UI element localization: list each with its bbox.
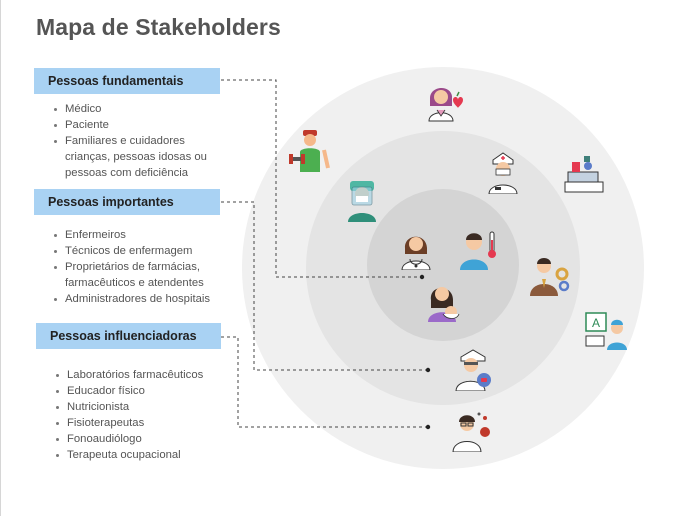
connector-importantes <box>221 201 426 371</box>
label-pessoas-importantes: Pessoas importantes <box>34 189 220 215</box>
nurse-face-shield-icon <box>348 181 376 222</box>
scientist-virus-icon <box>452 412 490 452</box>
ring-inner <box>367 189 519 341</box>
nurse-cap-icon <box>488 152 518 194</box>
frame-border <box>0 0 1 516</box>
list-pessoas-fundamentais: Médico Paciente Familiares e cuidadores … <box>52 101 232 181</box>
list-item: Familiares e cuidadores crianças, pessoa… <box>52 133 232 181</box>
physical-trainer-icon <box>289 130 330 172</box>
administrator-gear-icon <box>530 258 570 296</box>
lab-equipment-icon <box>564 156 604 193</box>
list-item: Terapeuta ocupacional <box>54 447 234 463</box>
connector-dot-2 <box>425 367 431 373</box>
list-item: Educador físico <box>54 383 234 399</box>
connector-fundamentais <box>221 79 420 278</box>
list-item: Laboratórios farmacêuticos <box>54 367 234 383</box>
list-item: Técnicos de enfermagem <box>52 243 242 259</box>
doctor-female-heart-icon <box>428 87 463 122</box>
label-pessoas-fundamentais: Pessoas fundamentais <box>34 68 220 94</box>
list-item: Médico <box>52 101 232 117</box>
page-title: Mapa de Stakeholders <box>36 14 281 40</box>
list-item: Administradores de hospitais <box>52 291 242 307</box>
connector-dot-1 <box>419 274 425 280</box>
speech-therapist-icon: A <box>585 312 627 350</box>
connector-influenciadoras <box>221 336 426 428</box>
list-item: Enfermeiros <box>52 227 242 243</box>
list-item: Fonoaudiólogo <box>54 431 234 447</box>
mother-baby-icon <box>428 287 460 322</box>
list-item: Nutricionista <box>54 399 234 415</box>
list-item: Proprietários de farmácias, farmacêutico… <box>52 259 242 291</box>
svg-text:A: A <box>592 316 600 330</box>
patient-fever-icon <box>460 231 496 270</box>
connector-dot-3 <box>425 424 431 430</box>
doctor-female-icon <box>401 236 431 270</box>
pharmacist-icon <box>455 349 491 391</box>
list-pessoas-influenciadoras: Laboratórios farmacêuticos Educador físi… <box>54 367 234 463</box>
list-pessoas-importantes: Enfermeiros Técnicos de enfermagem Propr… <box>52 227 242 307</box>
label-pessoas-influenciadoras: Pessoas influenciadoras <box>36 323 221 349</box>
list-item: Fisioterapeutas <box>54 415 234 431</box>
list-item: Paciente <box>52 117 232 133</box>
